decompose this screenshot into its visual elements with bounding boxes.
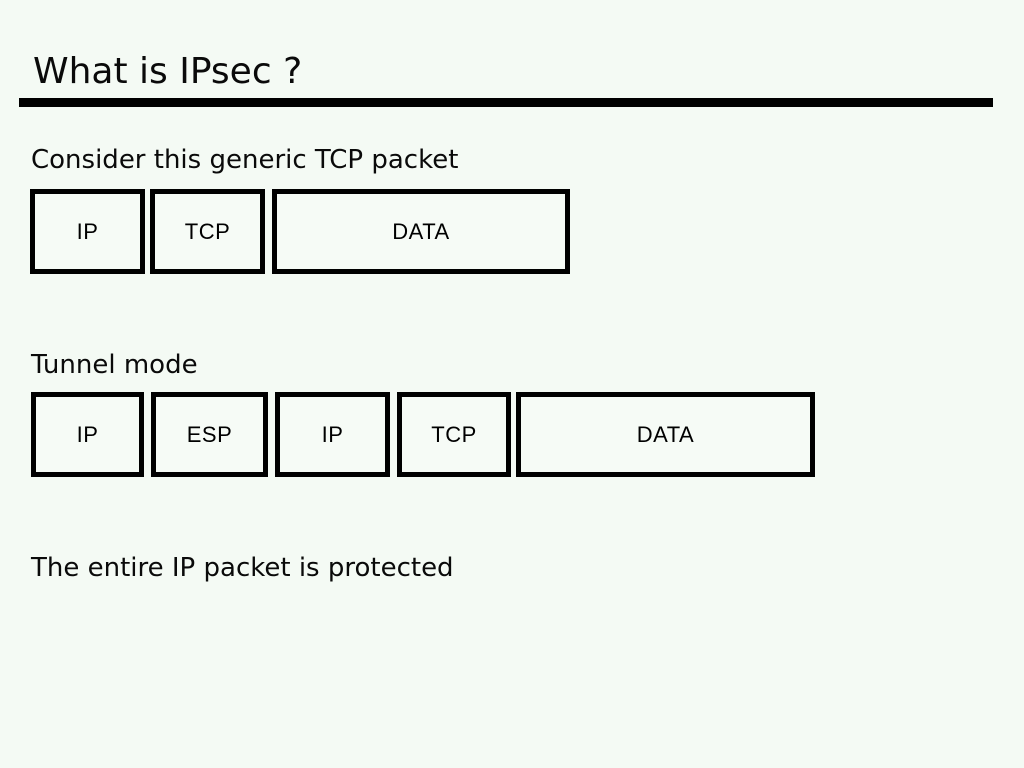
packet-diagram-generic: IP TCP DATA [0,189,1024,274]
packet-segment-data: DATA [272,189,570,274]
packet-segment-outer-ip: IP [31,392,144,477]
section-heading-tunnel-mode: Tunnel mode [31,350,198,380]
slide-footer-note: The entire IP packet is protected [31,553,454,583]
section-heading-generic-packet: Consider this generic TCP packet [31,145,459,175]
title-underline-rule [19,98,993,107]
packet-segment-data: DATA [516,392,815,477]
packet-segment-ip: IP [30,189,145,274]
packet-diagram-tunnel-mode: IP ESP IP TCP DATA [0,392,1024,477]
packet-segment-esp: ESP [151,392,268,477]
slide-title: What is IPsec ? [33,51,303,92]
packet-segment-tcp: TCP [150,189,265,274]
packet-segment-tcp: TCP [397,392,511,477]
packet-segment-inner-ip: IP [275,392,390,477]
